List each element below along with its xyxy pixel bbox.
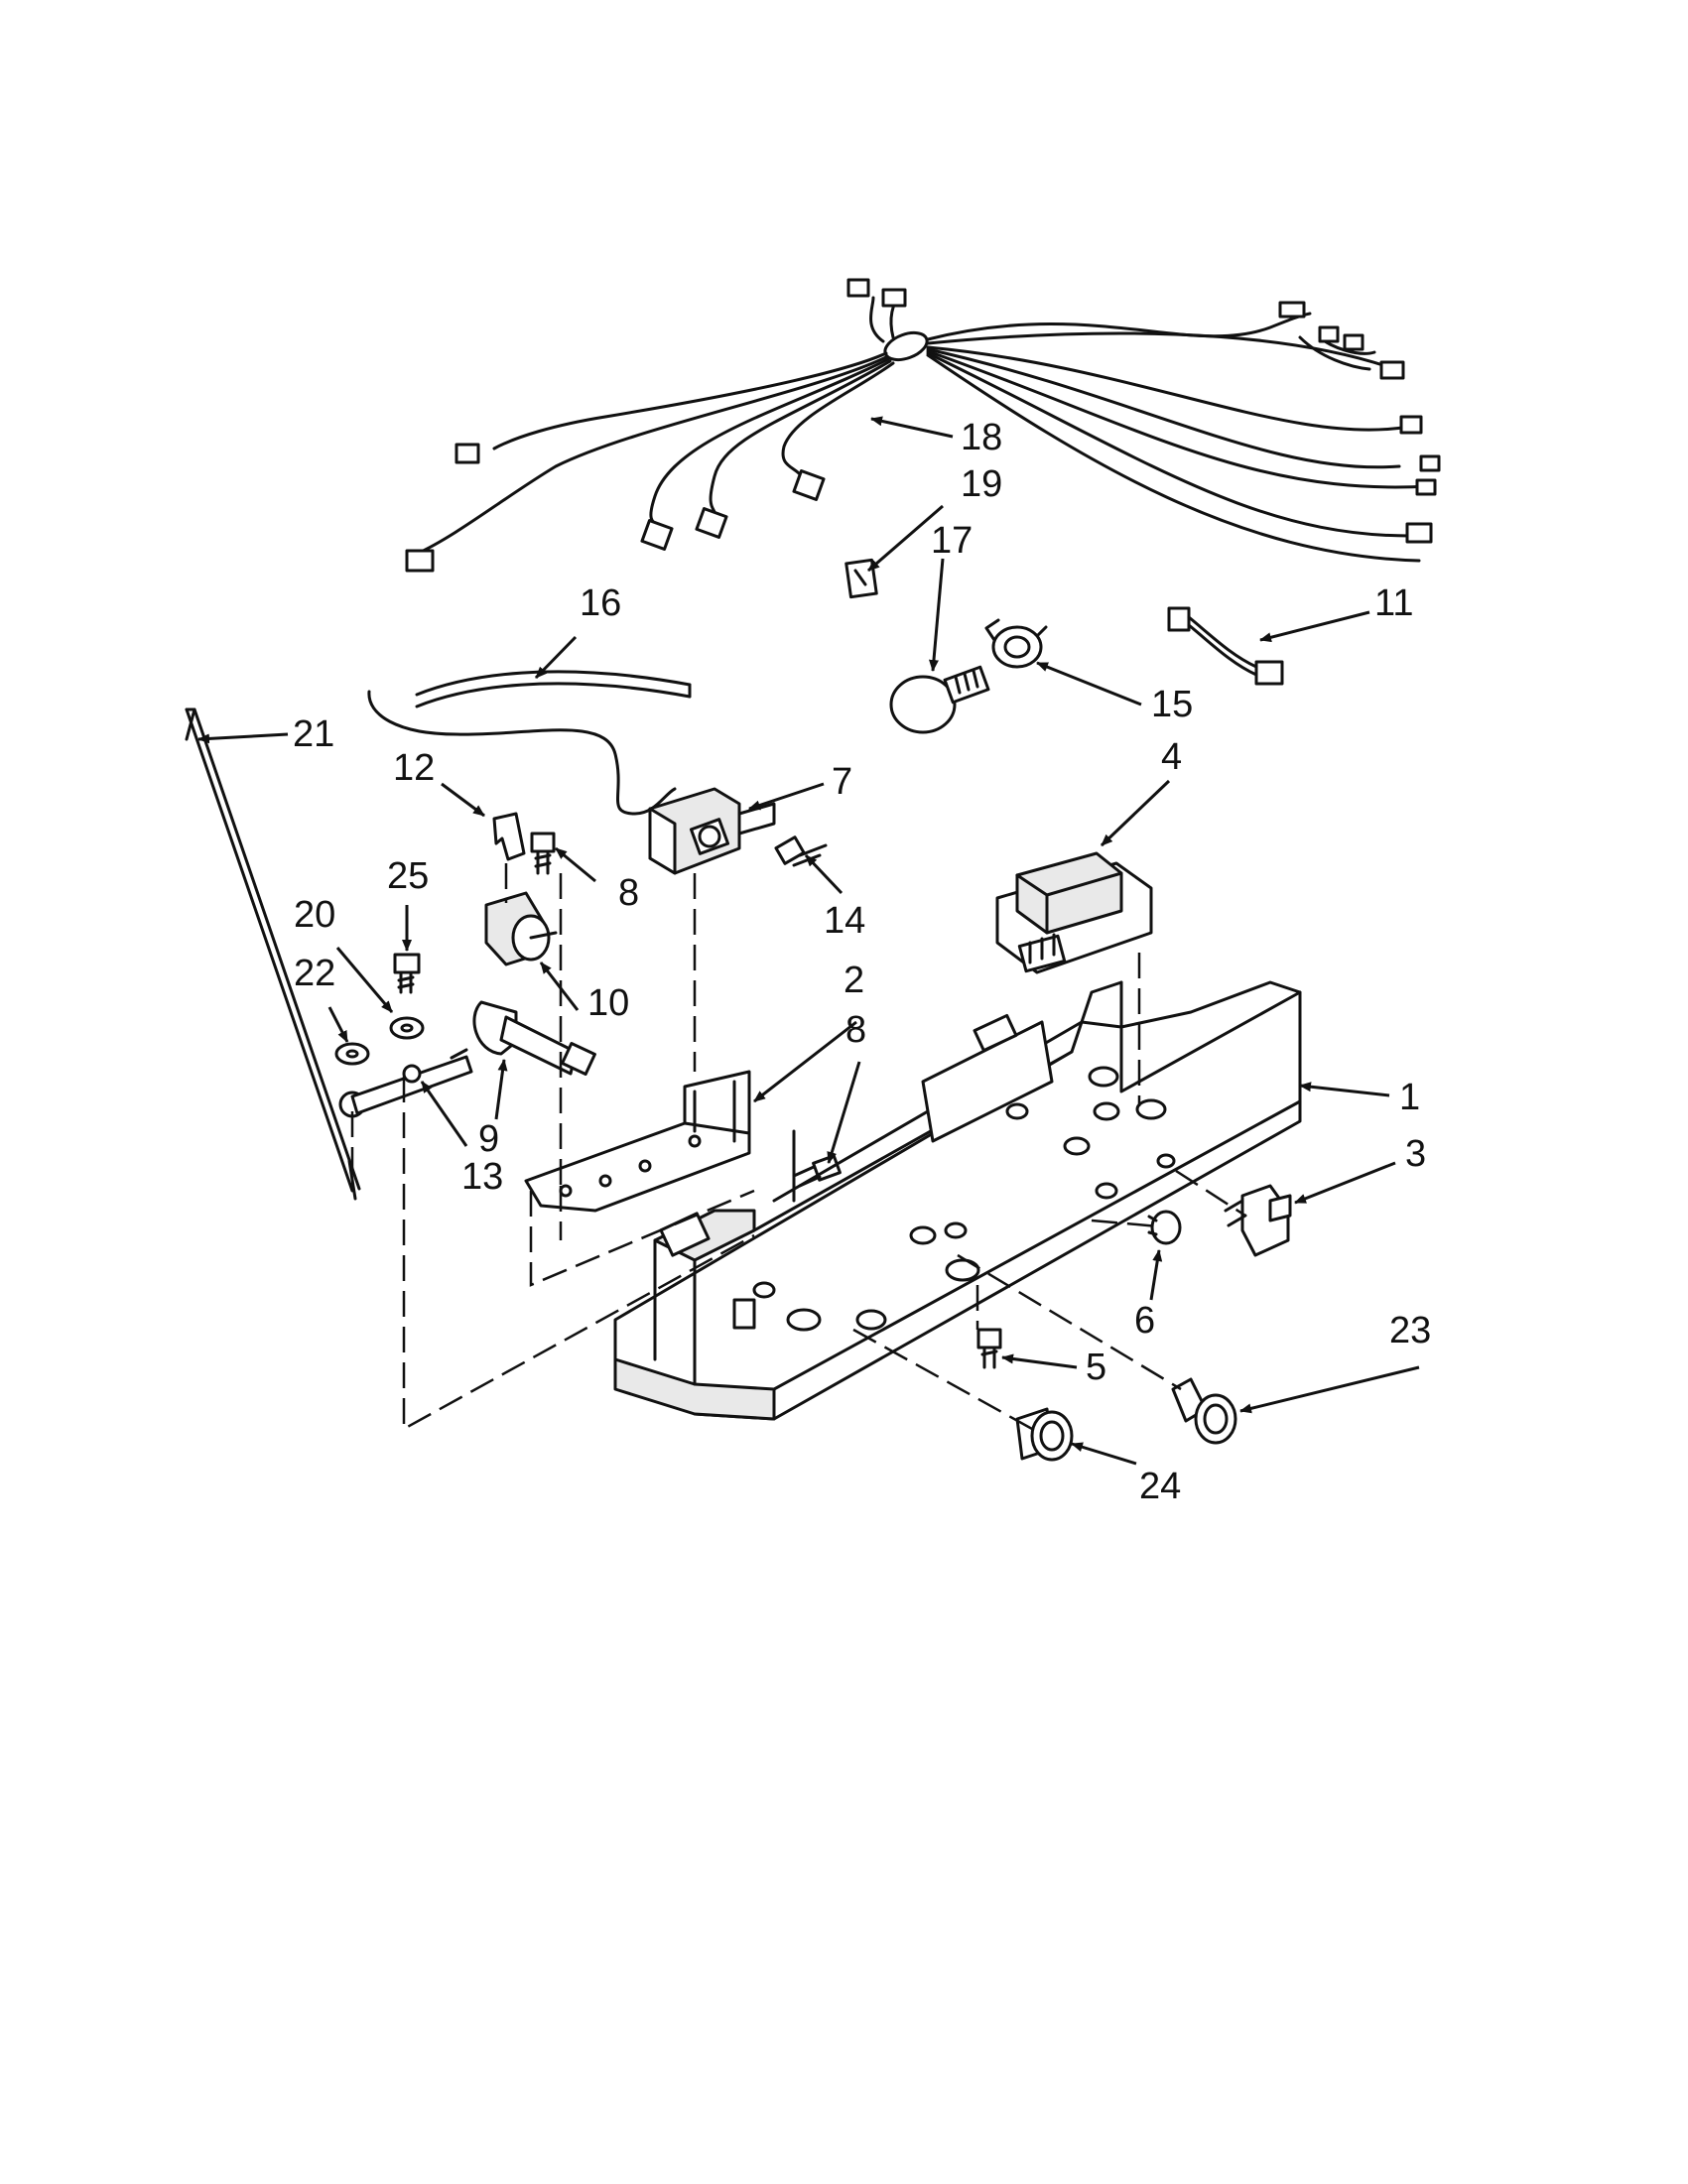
switch-7	[648, 787, 776, 875]
callout-20: 20	[294, 894, 335, 936]
light-bulb	[889, 665, 990, 734]
callout-10: 10	[587, 982, 629, 1024]
control-housing	[613, 980, 1302, 1421]
cam-10	[484, 891, 558, 966]
bracket-2	[524, 1070, 751, 1213]
relay-4	[995, 851, 1153, 974]
screw-14	[774, 835, 828, 867]
screw-25	[393, 953, 421, 994]
callout-23: 23	[1389, 1310, 1431, 1351]
callout-3: 3	[1405, 1133, 1426, 1175]
tube	[367, 670, 692, 816]
callout-labels: 1 2 3 4 5 6 7 8 8 9 10 11 12 13 14 15 16…	[293, 417, 1431, 1507]
callout-17: 17	[931, 520, 973, 562]
lever-13	[338, 1048, 473, 1118]
washer-22	[334, 1042, 370, 1066]
callout-4: 4	[1161, 736, 1182, 778]
callout-22: 22	[294, 953, 335, 994]
light-socket	[984, 618, 1048, 669]
callout-18: 18	[961, 417, 1002, 458]
callout-24: 24	[1139, 1466, 1181, 1507]
callout-13: 13	[461, 1156, 503, 1198]
callout-7: 7	[832, 761, 852, 803]
callout-1: 1	[1399, 1077, 1420, 1118]
washer-20	[389, 1016, 425, 1040]
callout-14: 14	[824, 900, 865, 942]
switch-3	[1224, 1184, 1292, 1257]
callout-16: 16	[580, 582, 621, 624]
callout-5: 5	[1086, 1347, 1106, 1388]
callout-8a: 8	[618, 872, 639, 914]
screw-8b	[792, 1154, 842, 1188]
jumper-wire	[1167, 606, 1284, 686]
screw-8a	[530, 832, 556, 875]
grommet-24	[1015, 1407, 1074, 1462]
callout-8b: 8	[845, 1009, 866, 1051]
callout-6: 6	[1134, 1300, 1155, 1342]
actuator-rod	[185, 707, 361, 1201]
shaft-9	[472, 1000, 596, 1076]
button-6	[1147, 1210, 1182, 1245]
spring-clip	[492, 812, 526, 861]
leader-lines	[197, 416, 1420, 1466]
wire-harness	[405, 278, 1441, 573]
callout-11: 11	[1374, 582, 1413, 624]
callout-21: 21	[293, 713, 334, 755]
screw-5	[976, 1328, 1002, 1369]
callout-9: 9	[478, 1118, 499, 1160]
grommet-23	[1171, 1377, 1237, 1445]
callout-19: 19	[961, 463, 1002, 505]
callout-12: 12	[393, 747, 435, 789]
assembly-lines	[350, 863, 1246, 1432]
callout-25: 25	[387, 855, 429, 897]
callout-15: 15	[1151, 684, 1193, 725]
callout-2: 2	[844, 960, 864, 1001]
